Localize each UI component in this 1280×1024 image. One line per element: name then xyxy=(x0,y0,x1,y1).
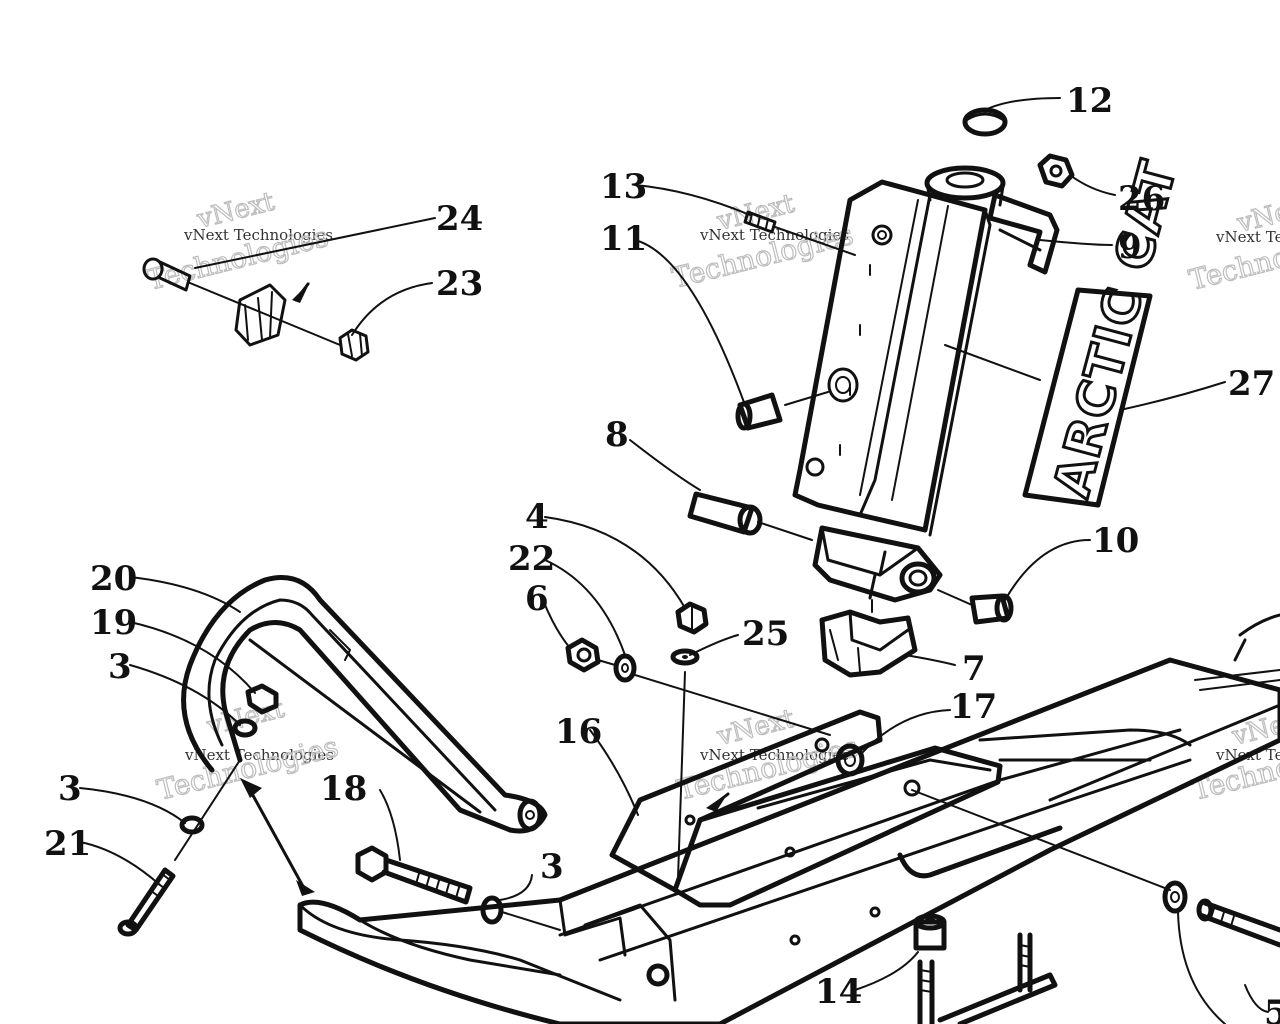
callout-11: 11 xyxy=(600,219,647,259)
callout-26: 26 xyxy=(1118,179,1165,219)
callout-25: 25 xyxy=(742,614,789,654)
bolt-assembly-24-23 xyxy=(142,257,370,362)
wear-block-7 xyxy=(819,599,918,678)
callout-5: 5 xyxy=(1264,993,1280,1024)
callout-18: 18 xyxy=(320,769,367,809)
washer-right xyxy=(1162,880,1188,914)
callout-8: 8 xyxy=(605,415,629,455)
washer-17 xyxy=(835,743,865,777)
bushing-10 xyxy=(937,589,1014,625)
spacer-14 xyxy=(913,913,947,951)
svg-text:ARCTIC CAT: ARCTIC CAT xyxy=(1043,154,1189,504)
arrow-loop-to-ski xyxy=(240,778,315,896)
bolt-18 xyxy=(355,845,473,905)
spindle-housing xyxy=(792,165,1060,603)
svg-text:vNext Technologies: vNext Technologies xyxy=(184,746,334,764)
watermark-left: vNext vNext Technologies Technologies xyxy=(143,186,333,297)
callout-numbers: 12 26 13 9 11 24 23 27 8 10 4 22 6 25 7 … xyxy=(44,81,1280,1024)
callout-21: 21 xyxy=(44,824,91,864)
nut-19 xyxy=(245,683,279,715)
washer-25 xyxy=(670,648,700,879)
callout-17: 17 xyxy=(950,687,997,727)
callout-14: 14 xyxy=(815,972,862,1012)
callout-23: 23 xyxy=(436,264,483,304)
watermark-center: vNext vNext Technologies Technologies xyxy=(668,188,857,295)
callout-24: 24 xyxy=(436,199,483,239)
callout-3-mid: 3 xyxy=(540,847,564,887)
svg-text:vNext: vNext xyxy=(713,704,797,752)
callout-3-top-left: 3 xyxy=(108,647,132,687)
ski-loop-20 xyxy=(181,575,548,834)
svg-text:vNext Technologies: vNext Technologies xyxy=(183,226,333,244)
callout-27: 27 xyxy=(1228,364,1275,404)
nut-26 xyxy=(1037,153,1075,189)
callout-19: 19 xyxy=(90,603,137,643)
bolt-5 xyxy=(1196,898,1280,948)
washer-3c xyxy=(179,815,205,835)
grease-fitting-13 xyxy=(743,210,856,256)
callout-16: 16 xyxy=(555,712,602,752)
axis-line-bolt-5 xyxy=(911,789,1171,891)
callout-12: 12 xyxy=(1066,81,1113,121)
watermark-right: vNext vNext Technologies Technologies xyxy=(1185,190,1280,297)
svg-text:vNext Technologies: vNext Technologies xyxy=(1215,228,1280,246)
callout-10: 10 xyxy=(1092,521,1139,561)
studs xyxy=(917,932,1058,1024)
bushing-8 xyxy=(687,491,813,541)
svg-text:Technologies: Technologies xyxy=(674,730,862,807)
washer-3b xyxy=(480,895,561,931)
callout-22: 22 xyxy=(508,539,555,579)
nut-4 xyxy=(675,601,709,635)
svg-text:Technologies: Technologies xyxy=(154,730,342,807)
washer-3a xyxy=(232,718,258,738)
callout-3-left: 3 xyxy=(58,769,82,809)
cap-12 xyxy=(962,107,1008,137)
leader-lines xyxy=(79,97,1269,1024)
callout-13: 13 xyxy=(600,167,647,207)
watermark-lower-right: vNext vNext Technologies Technologies xyxy=(1188,703,1280,807)
callout-4: 4 xyxy=(525,497,549,537)
nut-6 xyxy=(565,637,601,673)
callout-20: 20 xyxy=(90,559,137,599)
callout-9: 9 xyxy=(1118,227,1142,267)
callout-6: 6 xyxy=(525,579,549,619)
ski-body xyxy=(297,613,1280,1024)
callout-7: 7 xyxy=(962,649,986,689)
